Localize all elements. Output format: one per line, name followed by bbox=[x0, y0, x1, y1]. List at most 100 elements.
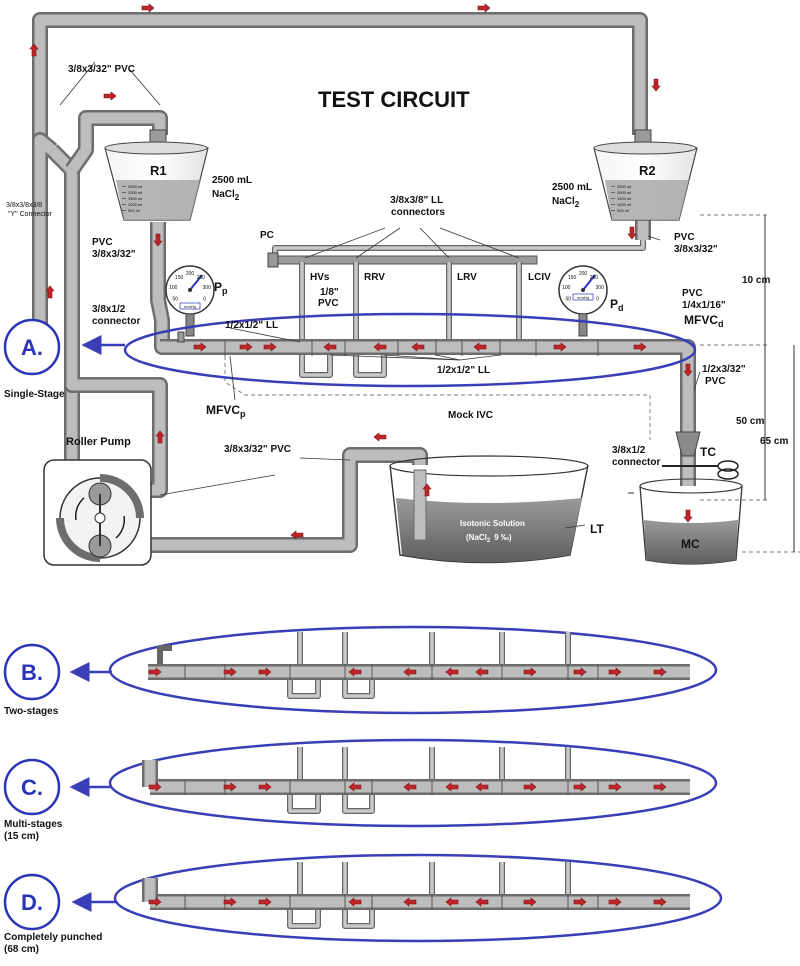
label-completely: Completely punched (68 cm) bbox=[4, 932, 105, 955]
flow-arrow bbox=[422, 483, 432, 497]
label-mfvcp: MFVCp bbox=[206, 403, 246, 419]
ll-connectors-line-2: connectors bbox=[391, 207, 445, 218]
beaker-mark: 2500 ml bbox=[128, 184, 142, 189]
label-conn-right: 3/8x1/2 connector bbox=[612, 445, 660, 468]
label-pp: Pp bbox=[214, 280, 228, 296]
beaker-mark: 1000 ml bbox=[128, 202, 142, 207]
conn-left-line-1: 3/8x1/2 bbox=[92, 304, 126, 315]
flow-arrow bbox=[445, 667, 459, 677]
pvc-r2-line-1: PVC bbox=[674, 232, 695, 243]
page-title: TEST CIRCUIT bbox=[318, 87, 470, 112]
pvc-14-line-1: PVC bbox=[682, 288, 703, 299]
flow-arrows bbox=[29, 3, 693, 907]
pvc-18-line-1: 1/8" bbox=[320, 287, 339, 298]
label-pvc-12: 1/2x3/32" PVC bbox=[702, 364, 748, 387]
completely-line-2: (68 cm) bbox=[4, 944, 39, 955]
flow-arrow bbox=[475, 667, 489, 677]
label-pvc-r2: PVC 3/8x3/32" bbox=[674, 232, 718, 255]
label-hvs: HVs bbox=[310, 272, 330, 283]
r1-nacl-sub: 2 bbox=[235, 193, 240, 202]
lt-pipe bbox=[130, 447, 428, 553]
conn-left-line-2: connector bbox=[92, 316, 140, 327]
gauge-unit: mmHg bbox=[184, 304, 196, 309]
label-dim-10: 10 cm bbox=[742, 275, 770, 286]
beaker-mark: 500 ml bbox=[128, 208, 140, 213]
lt-beaker bbox=[389, 455, 589, 564]
isotonic-conc-1: (NaCl bbox=[466, 533, 487, 542]
pvc-r1-line-2: 3/8x3/32" bbox=[92, 249, 136, 260]
flow-arrow bbox=[373, 432, 387, 442]
label-lt: LT bbox=[590, 522, 604, 536]
flow-arrow bbox=[263, 342, 277, 352]
flow-arrow bbox=[348, 782, 362, 792]
label-lciv: LCIV bbox=[528, 272, 551, 283]
pvc-12-line-2: PVC bbox=[705, 376, 726, 387]
label-r2-volume: 2500 mL bbox=[552, 182, 592, 193]
flow-arrow bbox=[239, 342, 253, 352]
flow-arrow bbox=[653, 782, 667, 792]
gauge-mark: 250 bbox=[590, 275, 599, 281]
label-multi-stages: Multi-stages (15 cm) bbox=[4, 819, 65, 842]
oval-a bbox=[123, 312, 697, 388]
flow-arrow bbox=[608, 782, 622, 792]
label-r1: R1 bbox=[150, 163, 167, 178]
label-isotonic: Isotonic Solution bbox=[460, 519, 525, 528]
flow-arrow bbox=[573, 897, 587, 907]
label-ll-bottom: 1/2x1/2" LL bbox=[437, 365, 490, 376]
label-pvc-pump: 3/8x3/32" PVC bbox=[224, 444, 291, 455]
flow-arrow bbox=[573, 782, 587, 792]
pd-sub: d bbox=[618, 303, 624, 313]
dimension-lines bbox=[700, 214, 800, 553]
multi-stages-line-2: (15 cm) bbox=[4, 831, 39, 842]
flow-arrow bbox=[523, 897, 537, 907]
section-markers: A. B. C. D. bbox=[3, 318, 61, 931]
flow-arrow bbox=[411, 342, 425, 352]
flow-arrow bbox=[523, 782, 537, 792]
flow-arrow bbox=[683, 363, 693, 377]
flow-arrow bbox=[683, 509, 693, 523]
detail-drops bbox=[184, 632, 599, 929]
flow-arrow bbox=[475, 782, 489, 792]
label-r2-nacl: NaCl2 bbox=[552, 196, 580, 209]
flow-arrow bbox=[323, 342, 337, 352]
flow-arrow bbox=[473, 342, 487, 352]
mfvcd-sub: d bbox=[718, 319, 724, 329]
vein-drops bbox=[299, 262, 522, 340]
reservoir-r1 bbox=[104, 129, 209, 221]
flow-arrow bbox=[193, 342, 207, 352]
label-mock-ivc: Mock IVC bbox=[448, 410, 493, 421]
detail-c bbox=[69, 738, 718, 828]
conn-right-line-2: connector bbox=[612, 457, 660, 468]
mc-beaker bbox=[628, 478, 743, 565]
gauge-mark: 200 bbox=[579, 271, 588, 277]
hepatic-loops bbox=[299, 355, 387, 378]
flow-arrow bbox=[445, 897, 459, 907]
r2-nacl: NaCl bbox=[552, 196, 575, 207]
flow-arrow bbox=[148, 897, 162, 907]
gauge-pd bbox=[558, 265, 608, 337]
flow-arrow bbox=[155, 430, 165, 444]
mfvcp-sub: p bbox=[240, 409, 246, 419]
gauge-mark: 200 bbox=[186, 271, 195, 277]
pp-text: P bbox=[214, 280, 222, 294]
flow-arrow bbox=[148, 782, 162, 792]
gauge-mark: 150 bbox=[568, 275, 577, 281]
flow-arrow bbox=[475, 897, 489, 907]
mfvcp-text: MFVC bbox=[206, 403, 240, 417]
label-y-connector: 3/8x3/8x3/8 "Y" Connector bbox=[6, 202, 53, 218]
leader-lines bbox=[59, 61, 701, 529]
pvc-12-line-1: 1/2x3/32" bbox=[702, 364, 746, 375]
label-dim-65: 65 cm bbox=[760, 436, 788, 447]
flow-arrow bbox=[45, 285, 55, 299]
flow-arrow bbox=[553, 342, 567, 352]
flow-arrow bbox=[608, 667, 622, 677]
flow-arrow bbox=[29, 43, 39, 57]
flow-arrow bbox=[403, 667, 417, 677]
gauge-mark: 250 bbox=[197, 275, 206, 281]
flow-arrow bbox=[653, 667, 667, 677]
y-connector-line-2: "Y" Connector bbox=[8, 211, 53, 218]
label-pvc-r1: PVC 3/8x3/32" bbox=[92, 237, 136, 260]
